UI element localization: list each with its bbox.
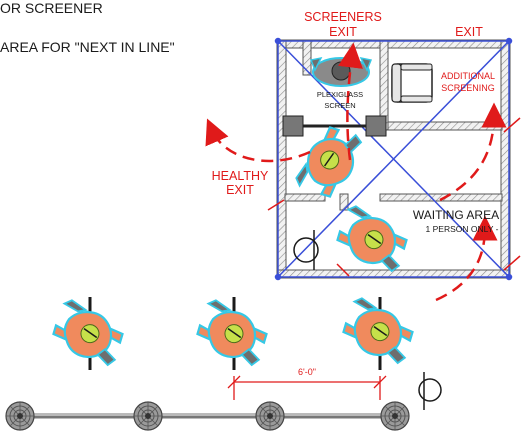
queue-person-1-icon [47, 291, 129, 375]
door-swing-icon-2 [418, 372, 442, 410]
label-additional-screening-1: ADDITIONAL [441, 71, 495, 81]
plexiglass-screen [282, 115, 387, 137]
chair-icon [391, 63, 433, 103]
label-area-next-in-line: AREA FOR "NEXT IN LINE" [0, 39, 175, 55]
person-waiting-icon [331, 197, 413, 281]
label-for-screener: OR SCREENER [0, 0, 103, 16]
label-healthy-exit-1: HEALTHY [212, 169, 269, 183]
label-screeners-exit-1: SCREENERS [304, 10, 382, 24]
booth-blue-outline [274, 37, 513, 281]
label-additional-screening-2: SCREENING [441, 83, 495, 93]
label-plexiglass-2: SCREEN [324, 101, 355, 110]
wall-tick-marks [267, 117, 521, 277]
door-swing-icon [293, 230, 319, 270]
stanchion-post-1-icon [5, 401, 35, 431]
queue-person-3-icon [337, 289, 419, 373]
label-dimension: 6'-0" [298, 367, 316, 377]
queue-person-2-icon [191, 291, 273, 375]
stanchion-post-3-icon [255, 401, 285, 431]
label-waiting-area-2: 1 PERSON ONLY - [426, 224, 499, 234]
label-waiting-area-1: WAITING AREA [413, 208, 499, 222]
dimension-six-feet [227, 375, 387, 400]
screener-person-icon [309, 56, 373, 87]
stanchion-post-4-icon [380, 401, 410, 431]
stanchion-post-2-icon [133, 401, 163, 431]
label-exit: EXIT [455, 25, 483, 39]
flow-arrows [205, 42, 507, 302]
label-healthy-exit-2: EXIT [226, 183, 254, 197]
label-screeners-exit-2: EXIT [329, 25, 357, 39]
label-plexiglass-1: PLEXIGLASS [317, 90, 363, 99]
